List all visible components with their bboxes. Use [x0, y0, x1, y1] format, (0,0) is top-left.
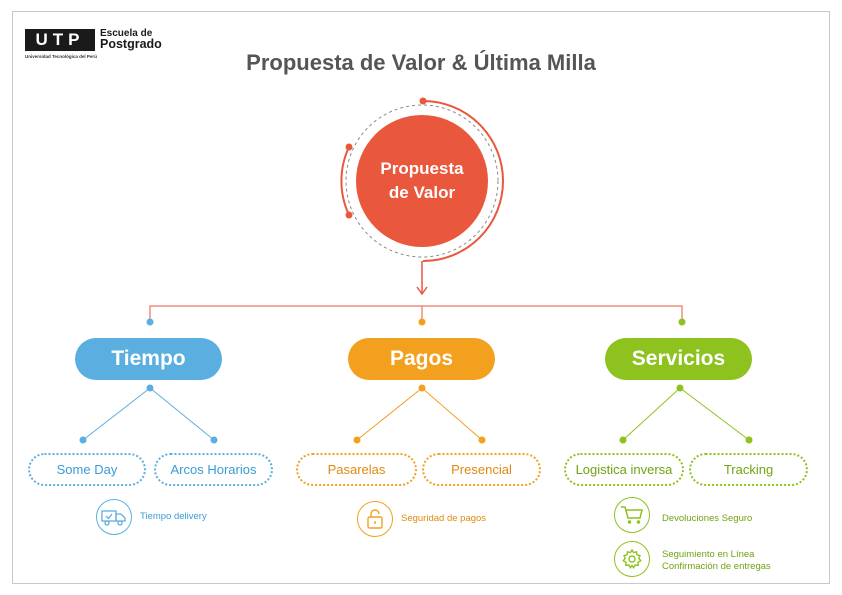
- logo-text: Escuela de Postgrado: [100, 28, 162, 50]
- item-arcos-horarios: Arcos Horarios: [154, 453, 273, 486]
- feature-seguimiento: Seguimiento en Línea Confirmación de ent…: [662, 549, 771, 573]
- pagos-fork: [356, 387, 483, 441]
- branch-connector: [149, 305, 683, 322]
- branch-dot: [418, 318, 426, 326]
- delivery-truck-icon: [96, 499, 132, 535]
- item-pasarelas: Pasarelas: [296, 453, 417, 486]
- down-arrow-icon: [416, 286, 428, 296]
- arc-dot: [345, 143, 353, 151]
- fork-dot: [676, 384, 684, 392]
- logo-subtitle: Universidad Tecnológica del Perú: [25, 54, 97, 59]
- gear-icon: [614, 541, 650, 577]
- fork-dot: [418, 384, 426, 392]
- fork-dot: [79, 436, 87, 444]
- item-some-day: Some Day: [28, 453, 146, 486]
- shopping-cart-icon: [614, 497, 650, 533]
- branch-servicios: Servicios: [605, 338, 752, 380]
- feature-seguimiento-line1: Seguimiento en Línea: [662, 549, 755, 560]
- page-title: Propuesta de Valor & Última Milla: [246, 50, 596, 75]
- tiempo-fork: [82, 387, 215, 441]
- page-frame: [12, 11, 830, 584]
- branch-dot: [678, 318, 686, 326]
- center-dashed-ring: [345, 104, 499, 258]
- fork-dot: [146, 384, 154, 392]
- item-tracking: Tracking: [689, 453, 808, 486]
- fork-dot: [210, 436, 218, 444]
- item-logistica-inversa: Logistica inversa: [564, 453, 684, 486]
- padlock-icon: [357, 501, 393, 537]
- feature-seguimiento-line2: Confirmación de entregas: [662, 561, 771, 572]
- fork-dot: [619, 436, 627, 444]
- feature-seguridad-pagos: Seguridad de pagos: [401, 513, 487, 524]
- arc-dot: [345, 211, 353, 219]
- utp-logo: UTP: [25, 29, 95, 51]
- feature-devoluciones: Devoluciones Seguro: [662, 513, 753, 524]
- center-arc-left: [340, 146, 350, 216]
- arc-dot: [419, 97, 427, 105]
- fork-dot: [353, 436, 361, 444]
- fork-dot: [745, 436, 753, 444]
- branch-tiempo: Tiempo: [75, 338, 222, 380]
- fork-dot: [478, 436, 486, 444]
- branch-dot: [146, 318, 154, 326]
- branch-pagos: Pagos: [348, 338, 495, 380]
- item-presencial: Presencial: [422, 453, 541, 486]
- center-arc-right: [422, 100, 504, 262]
- feature-tiempo-delivery: Tiempo delivery: [140, 511, 207, 522]
- logo-line2: Postgrado: [100, 37, 162, 51]
- logo-line1: Escuela de: [100, 28, 153, 39]
- center-node-propuesta-valor: Propuesta de Valor: [356, 115, 488, 247]
- servicios-fork: [622, 387, 750, 441]
